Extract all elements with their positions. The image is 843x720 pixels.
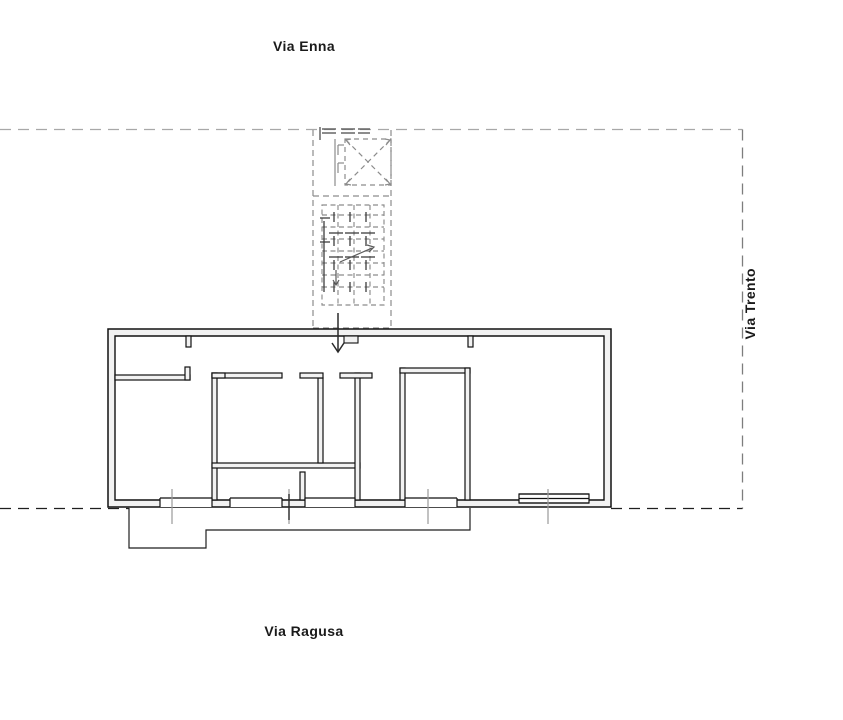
north-courtyard [312, 130, 392, 329]
courtyard-left-brackets [334, 139, 344, 186]
south-wall-openings [160, 498, 457, 507]
street-label-south: Via Ragusa [264, 623, 344, 639]
partition-corridor-top-left [299, 372, 324, 379]
skylight-outline [344, 138, 392, 186]
stair-grid-frame [321, 204, 385, 306]
partition-west-top-nib [185, 335, 192, 348]
main-building [107, 328, 612, 508]
partition-west-nib [184, 366, 191, 381]
interior-partitions [114, 335, 474, 501]
property-boundary [0, 128, 744, 510]
courtyard-top-ticks [319, 127, 370, 140]
opening-sw-3 [305, 498, 355, 507]
partition-corridor-left [317, 377, 324, 464]
partition-west-horizontal [114, 374, 191, 381]
partition-corridor-right [354, 372, 361, 501]
partition-corridor-top-right [339, 372, 373, 379]
partition-ec-top [399, 367, 471, 374]
partition-wc-left-vertical [211, 372, 218, 501]
partition-wc-left-nib [211, 372, 226, 379]
skylight-diagonal-b [345, 139, 391, 185]
stair-grid [321, 204, 385, 306]
partition-ec-right-vertical [464, 367, 471, 501]
south-wall-opening-edges [159, 497, 458, 507]
south-terrace [128, 508, 471, 549]
street-label-north: Via Enna [272, 38, 336, 54]
opening-sw-4 [405, 498, 457, 507]
partition-ec-left-vertical [399, 367, 406, 501]
opening-sw-1 [160, 498, 212, 507]
stair-grid-tick-marks [320, 212, 375, 292]
partition-bottom-nib [299, 471, 306, 501]
north-wall-nibs [343, 335, 359, 344]
partition-wc-bottom [211, 462, 361, 469]
skylight-arrowheads [344, 138, 392, 186]
entrance-arrow [331, 313, 345, 354]
opening-sw-2 [230, 498, 282, 507]
window-south-east [518, 493, 590, 504]
street-label-east: Via Trento [742, 268, 758, 340]
skylight-cross [344, 138, 392, 186]
stair-direction-arrow [332, 244, 376, 287]
partition-ec-top-nib [467, 335, 474, 348]
